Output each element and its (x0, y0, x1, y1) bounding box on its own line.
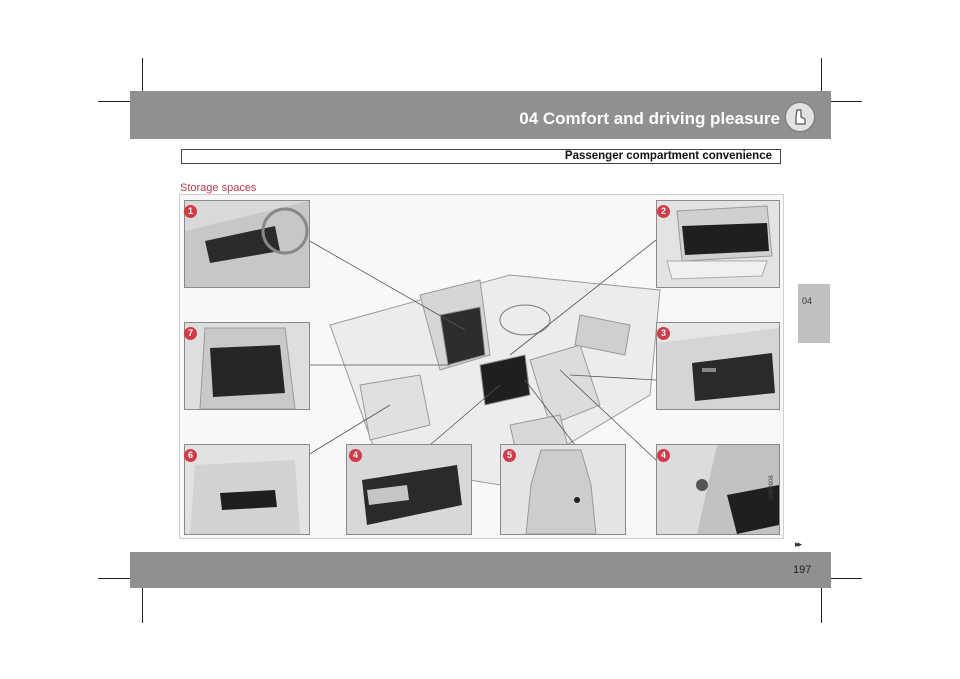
chapter-tab-label: 04 (802, 296, 813, 306)
chapter-tab[interactable] (798, 284, 830, 343)
callout-5: 5 (503, 449, 516, 462)
callout-1: 1 (184, 205, 197, 218)
section-title: Passenger compartment convenience (564, 150, 772, 162)
seat-icon (785, 102, 815, 132)
content-heading: Storage spaces (180, 182, 257, 194)
inset-armrest-console (346, 444, 472, 535)
callout-2: 2 (657, 205, 670, 218)
inset-door-pocket (184, 200, 310, 288)
page-number: 197 (793, 564, 812, 576)
car-interior-illustration (307, 239, 661, 486)
inset-seat-back (500, 444, 626, 535)
inset-rear-armrest (184, 444, 310, 535)
callout-6: 6 (184, 449, 197, 462)
footer-band (130, 552, 831, 588)
chapter-title: 04 Comfort and driving pleasure (519, 109, 780, 128)
callout-4: 4 (349, 449, 362, 462)
storage-spaces-figure: 1 2 7 3 6 4 5 4 (179, 194, 784, 539)
callout-4b: 4 (657, 449, 670, 462)
figure-code: G008906 (769, 475, 775, 500)
inset-seat-pocket (184, 322, 310, 410)
inset-tunnel-console (656, 444, 780, 535)
inset-glovebox (656, 322, 780, 410)
section-bar (181, 149, 781, 164)
callout-3: 3 (657, 327, 670, 340)
callout-7: 7 (184, 327, 197, 340)
inset-glovebox-drawer (656, 200, 780, 288)
next-page-arrow-icon: ▸▸ (795, 539, 802, 549)
header-band (130, 91, 831, 139)
